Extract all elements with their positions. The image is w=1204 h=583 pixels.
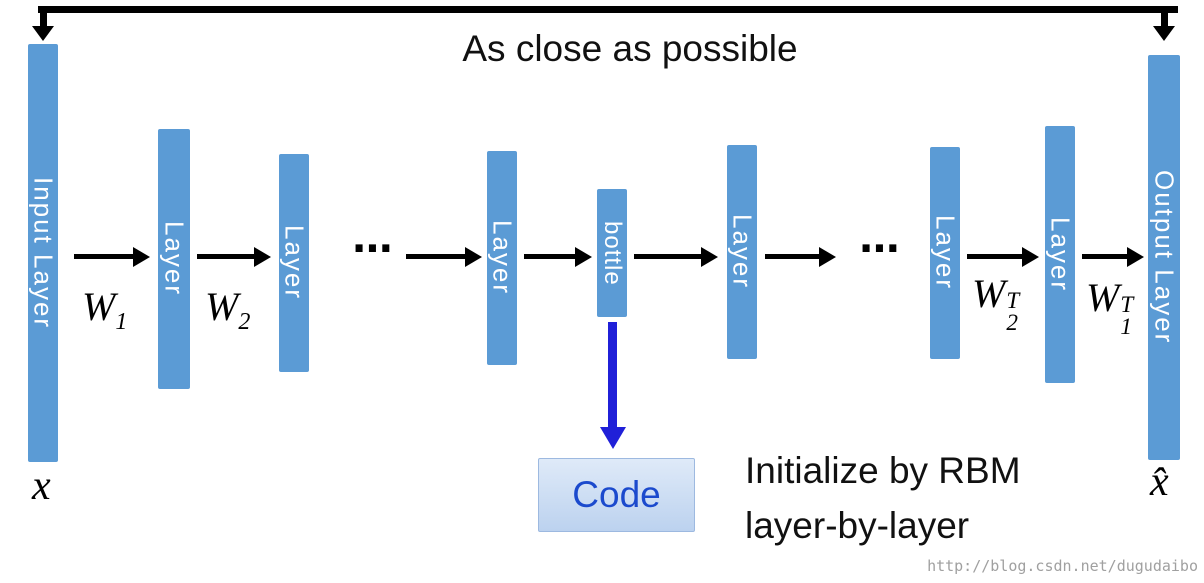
encoder-layer-1-bar: Layer bbox=[158, 129, 190, 389]
decoder-layer-3-label: Layer bbox=[1045, 216, 1076, 293]
diagram-title: As close as possible bbox=[462, 28, 798, 69]
bottleneck-layer-bar: bottle bbox=[597, 189, 627, 317]
decoder-layer-2-bar: Layer bbox=[930, 147, 961, 359]
caption-line-2: layer-by-layer bbox=[745, 505, 970, 546]
arrow-dec3-to-output-icon bbox=[1082, 254, 1128, 259]
input-symbol-x: x bbox=[32, 463, 51, 509]
weight-label-w1: W1 bbox=[82, 283, 127, 336]
bracket-top-line bbox=[38, 6, 1178, 13]
weight-w1t-sup: T bbox=[1120, 292, 1134, 319]
arrow-bottleneck-to-code-icon bbox=[608, 322, 617, 429]
input-layer-bar: Input Layer bbox=[28, 44, 59, 462]
decoder-layer-3-bar: Layer bbox=[1045, 126, 1076, 383]
ellipsis-encoder: ⋯ bbox=[352, 226, 393, 272]
weight-w1t-sub: 1 bbox=[1120, 314, 1132, 341]
weight-w2t-sup: T bbox=[1006, 288, 1020, 315]
weight-w1t-base: W bbox=[1086, 275, 1120, 320]
code-box: Code bbox=[538, 458, 695, 532]
encoder-layer-3-label: Layer bbox=[487, 220, 518, 296]
output-layer-label: Output Layer bbox=[1149, 170, 1180, 345]
weight-w2t-base: W bbox=[972, 271, 1006, 316]
decoder-layer-2-label: Layer bbox=[930, 215, 961, 291]
input-layer-label: Input Layer bbox=[28, 176, 59, 330]
caption-line-1: Initialize by RBM bbox=[745, 450, 1021, 491]
code-box-label: Code bbox=[572, 474, 661, 515]
weight-label-w2: W2 bbox=[205, 283, 250, 336]
bracket-left-stem bbox=[40, 13, 47, 26]
arrow-dots-to-enc3-icon bbox=[406, 254, 466, 259]
encoder-layer-2-label: Layer bbox=[279, 225, 310, 301]
arrow-enc1-to-enc2-icon bbox=[197, 254, 255, 259]
watermark-url: http://blog.csdn.net/dugudaibo bbox=[927, 557, 1198, 575]
output-layer-bar: Output Layer bbox=[1148, 55, 1180, 460]
bottleneck-layer-label: bottle bbox=[599, 220, 626, 286]
weight-w2t-sub: 2 bbox=[1006, 310, 1018, 337]
weight-w1-sub: 1 bbox=[115, 309, 128, 335]
bracket-right-arrowhead-icon bbox=[1153, 26, 1175, 41]
encoder-layer-2-bar: Layer bbox=[279, 154, 310, 372]
arrow-bottleneck-to-dec1-icon bbox=[634, 254, 702, 259]
bracket-right-stem bbox=[1161, 13, 1168, 26]
decoder-layer-1-bar: Layer bbox=[727, 145, 758, 359]
bracket-left-arrowhead-icon bbox=[32, 26, 54, 41]
weight-w1-base: W bbox=[82, 284, 116, 329]
weight-w2-sub: 2 bbox=[238, 309, 251, 335]
arrow-input-to-enc1-icon bbox=[74, 254, 134, 259]
weight-w2-base: W bbox=[205, 284, 239, 329]
encoder-layer-3-bar: Layer bbox=[487, 151, 518, 365]
arrow-enc3-to-bottleneck-icon bbox=[524, 254, 576, 259]
ellipsis-decoder: ⋯ bbox=[859, 226, 900, 272]
output-symbol-x-hat: x̂ bbox=[1150, 459, 1169, 505]
encoder-layer-1-label: Layer bbox=[159, 221, 190, 297]
decoder-layer-1-label: Layer bbox=[727, 214, 758, 290]
arrow-dec2-to-dec3-icon bbox=[967, 254, 1023, 259]
arrow-dec1-to-dots-icon bbox=[765, 254, 820, 259]
caption: Initialize by RBM layer-by-layer bbox=[745, 443, 1021, 553]
